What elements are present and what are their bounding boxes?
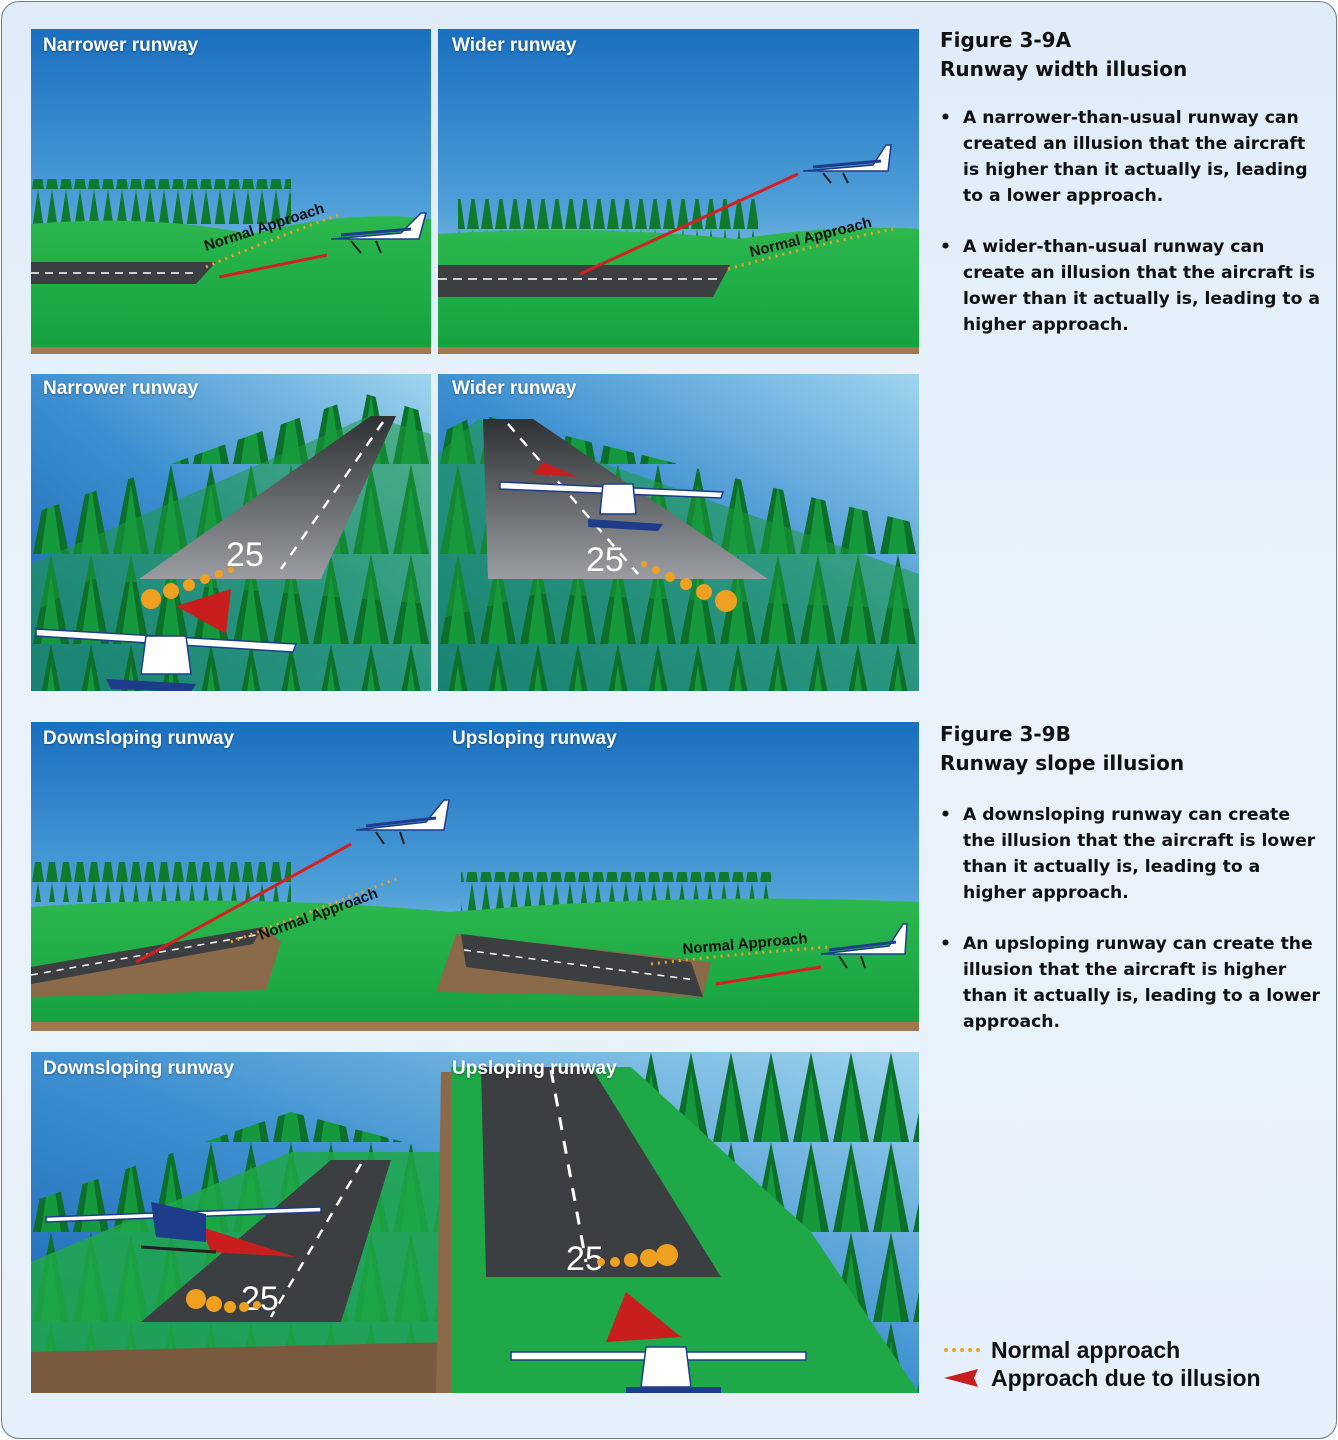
panel-label: Wider runway [452, 378, 577, 399]
panel-label: Narrower runway [43, 378, 199, 399]
panel-side-slope: Normal Approach Normal Approach Downslop… [31, 722, 919, 1031]
scene-pilot-wider: 25 [438, 374, 919, 691]
red-arrow-icon [944, 1369, 978, 1387]
dotted-line-icon [944, 1348, 980, 1352]
figure-a-title: Runway width illusion [940, 57, 1188, 81]
figure-a-number: Figure 3-9A [940, 28, 1072, 52]
figure-b-heading: Figure 3-9B Runway slope illusion [940, 720, 1184, 778]
figure-b-bullets: A downsloping runway can create the illu… [940, 802, 1325, 1060]
legend-normal-label: Normal approach [991, 1337, 1181, 1363]
airplane-icon [802, 144, 892, 184]
figure-b-title: Runway slope illusion [940, 751, 1185, 775]
scene-side-wider: Normal Approach [438, 29, 919, 354]
airplane-icon [330, 212, 427, 254]
scene-side-slope: Normal Approach Normal Approach [31, 722, 919, 1031]
airplane-icon [499, 481, 725, 531]
bullet-item: A narrower-than-usual runway can created… [940, 105, 1325, 209]
airplane-icon [35, 628, 298, 691]
airplane-icon [355, 799, 450, 845]
bullet-item: A wider-than-usual runway can create an … [940, 234, 1325, 338]
scene-side-narrower: Normal Approach [31, 29, 431, 354]
panel-label: Narrower runway [43, 35, 199, 56]
legend: Normal approach Approach due to illusion [942, 1336, 1332, 1392]
panel-pilot-narrower: 25 Narrower runway [31, 374, 431, 691]
airplane-icon [45, 1202, 322, 1254]
panel-label: Wider runway [452, 35, 577, 56]
bullet-item: A downsloping runway can create the illu… [940, 802, 1325, 906]
legend-illusion-label: Approach due to illusion [991, 1365, 1261, 1391]
bullet-item: An upsloping runway can create the illus… [940, 931, 1325, 1035]
panel-label: Upsloping runway [452, 728, 617, 749]
legend-normal: Normal approach [942, 1336, 1332, 1364]
panel-side-narrower: Normal Approach Narrower runway [31, 29, 431, 354]
panel-pilot-wider: 25 Wider runway [438, 374, 919, 691]
airplane-icon [820, 923, 908, 969]
panel-pilot-slope: 25 25 Downsloping runway Upsl [31, 1052, 919, 1393]
panel-label: Downsloping runway [43, 728, 235, 749]
panel-label: Upsloping runway [452, 1058, 617, 1079]
panel-label: Downsloping runway [43, 1058, 235, 1079]
figure-a-bullets: A narrower-than-usual runway can created… [940, 105, 1325, 363]
airplane-icon [510, 1346, 807, 1393]
runway-number: 25 [566, 1240, 604, 1278]
runway-number: 25 [586, 541, 624, 579]
legend-illusion: Approach due to illusion [942, 1364, 1332, 1392]
figure-b-number: Figure 3-9B [940, 722, 1071, 746]
scene-pilot-narrower: 25 [31, 374, 431, 691]
runway-number: 25 [241, 1280, 279, 1318]
scene-pilot-slope: 25 25 [31, 1052, 919, 1393]
panel-side-wider: Normal Approach Wider runway [438, 29, 919, 354]
figure-a-heading: Figure 3-9A Runway width illusion [940, 26, 1187, 84]
